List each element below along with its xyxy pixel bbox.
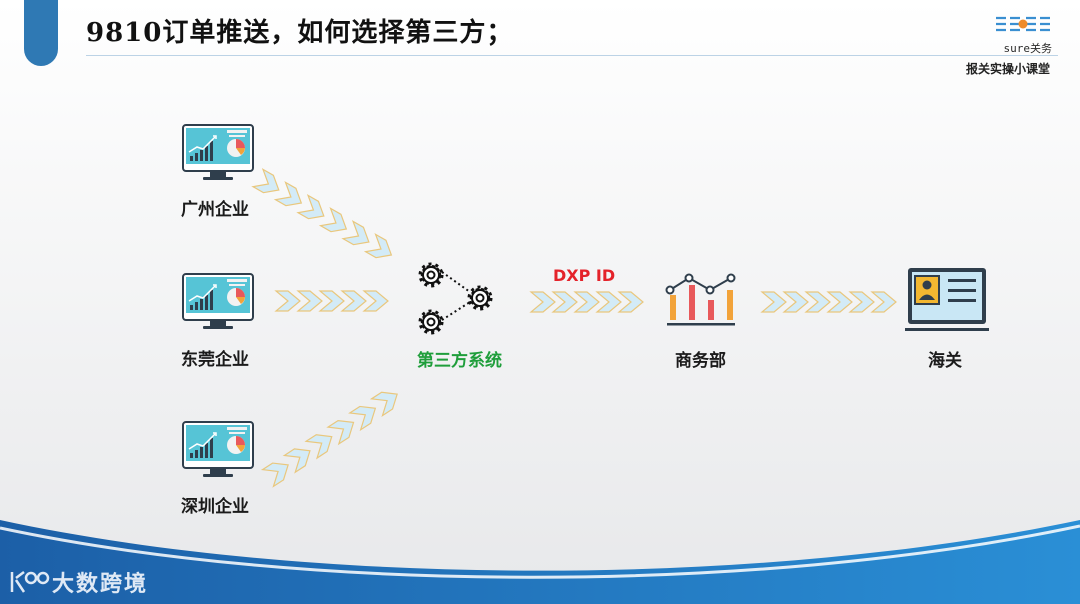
- dongguan-monitor-icon: [182, 273, 254, 330]
- logo-text: sure关务: [1003, 42, 1053, 55]
- guangzhou-monitor-icon: [182, 124, 254, 181]
- footer-brand-logo-icon: [10, 571, 50, 593]
- edge-label-dxp-id: DXP ID: [553, 266, 616, 285]
- node-label-mofcom: 商务部: [675, 351, 726, 371]
- page-subtitle: 报关实操小课堂: [965, 62, 1050, 76]
- arrow-mofcom-to-customs: [761, 291, 897, 313]
- node-label-customs: 海关: [928, 351, 962, 371]
- arrow-shenzhen-to-third-party: [261, 385, 404, 487]
- footer-wave: [0, 520, 1080, 604]
- shenzhen-monitor-icon: [182, 421, 254, 478]
- header-tab: [24, 0, 58, 66]
- mofcom-chart-icon: [665, 273, 736, 326]
- footer-brand: 大数跨境: [52, 572, 149, 597]
- sure-logo-icon: [996, 16, 1050, 32]
- page-title: 9810订单推送，如何选择第三方；: [86, 18, 514, 48]
- arrow-guangzhou-to-third-party: [252, 168, 397, 265]
- node-label-dongguan: 东莞企业: [181, 350, 249, 370]
- node-label-shenzhen: 深圳企业: [181, 497, 249, 517]
- customs-id-card-icon: [905, 268, 989, 331]
- node-label-guangzhou: 广州企业: [181, 200, 249, 220]
- header-rule: [86, 55, 1058, 56]
- arrow-third-party-to-mofcom: [530, 291, 644, 313]
- arrow-dongguan-to-third-party: [275, 290, 389, 312]
- third-party-gears-icon: [418, 262, 493, 335]
- node-label-third-party: 第三方系统: [417, 351, 502, 371]
